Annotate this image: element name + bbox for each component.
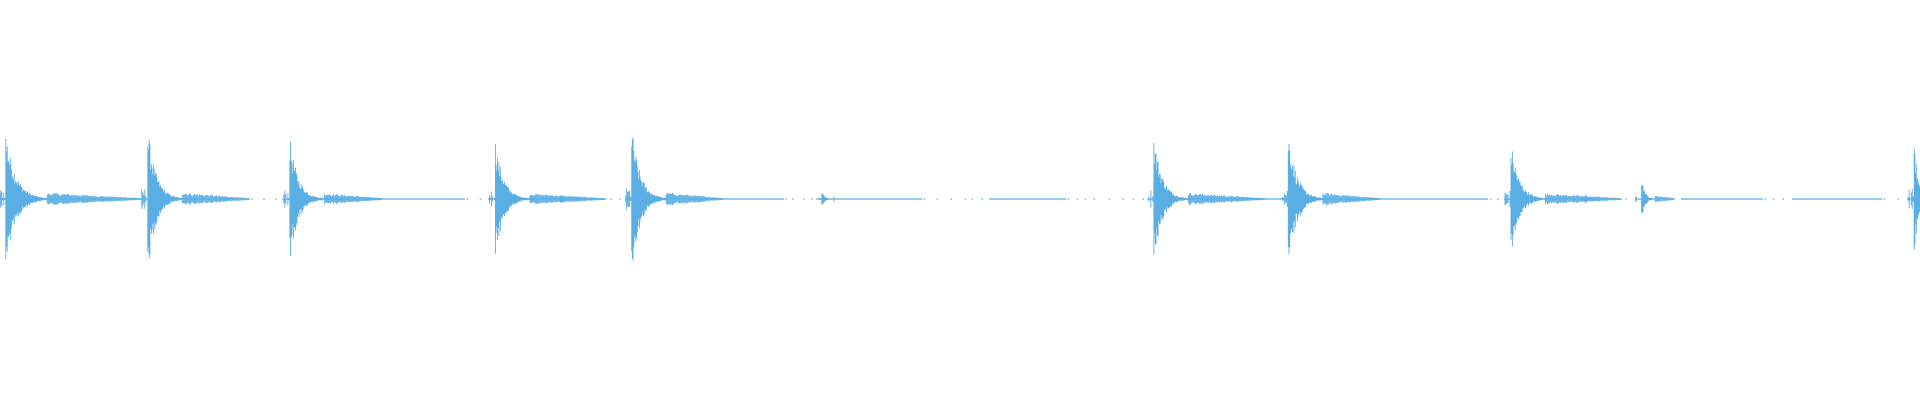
baseline-dot [981, 198, 984, 200]
waveform-event [554, 195, 574, 203]
baseline-dot [803, 198, 805, 200]
waveform-event [1635, 185, 1675, 213]
waveform-event-trace [1635, 185, 1675, 213]
waveform-event [1907, 148, 1920, 250]
baseline-dot [1067, 198, 1070, 200]
waveform-event-trace [1147, 143, 1265, 255]
baseline-dot [1883, 198, 1886, 200]
baseline-dot [1782, 198, 1785, 200]
baseline-dot [275, 198, 277, 200]
baseline-dot [1772, 198, 1775, 200]
baseline-dot [1764, 198, 1767, 200]
baseline-dot [1497, 198, 1499, 200]
baseline-dot [964, 198, 967, 200]
waveform-event [1281, 144, 1381, 254]
waveform-event-trace [283, 141, 382, 257]
baseline-dot [1625, 198, 1627, 200]
waveform-event [1579, 194, 1599, 204]
waveform-event-trace [141, 139, 250, 259]
waveform-event-trace [815, 193, 835, 205]
waveform-events [0, 137, 1920, 261]
waveform-event [0, 138, 144, 260]
baseline-dot [282, 198, 284, 200]
waveform-event [815, 193, 835, 205]
waveform-event-trace [625, 137, 724, 261]
baseline-dot [792, 198, 794, 200]
baseline-dot [619, 198, 621, 200]
baseline-dot [479, 198, 482, 200]
baseline-dot [466, 198, 469, 200]
waveform-event-trace [1907, 148, 1920, 250]
baseline-dot [1122, 198, 1125, 200]
baseline-dot [1084, 198, 1087, 200]
baseline-dot [610, 198, 612, 200]
baseline-dot [950, 198, 953, 200]
baseline-dot [251, 198, 253, 200]
baseline-dot [1132, 198, 1135, 200]
baseline-dot [923, 198, 926, 200]
baseline-dot [936, 198, 939, 200]
waveform-event-trace [0, 138, 144, 260]
baseline-dot [785, 198, 787, 200]
baseline-dot [971, 198, 974, 200]
baseline-dot [1076, 198, 1079, 200]
baseline-dot [811, 198, 813, 200]
waveform-event-trace [1579, 194, 1599, 204]
waveform-event [1147, 143, 1265, 255]
baseline-dot [1490, 198, 1492, 200]
baseline-dot [1108, 198, 1111, 200]
waveform-event-trace [1281, 144, 1381, 254]
waveform-event [625, 137, 724, 261]
baseline-dot [1897, 198, 1900, 200]
waveform-event [283, 141, 382, 257]
waveform-event [141, 139, 250, 259]
baseline-dot [263, 198, 265, 200]
baseline-dot [1093, 198, 1096, 200]
waveform-event-trace [554, 195, 574, 203]
baseline-dot [1142, 198, 1145, 200]
